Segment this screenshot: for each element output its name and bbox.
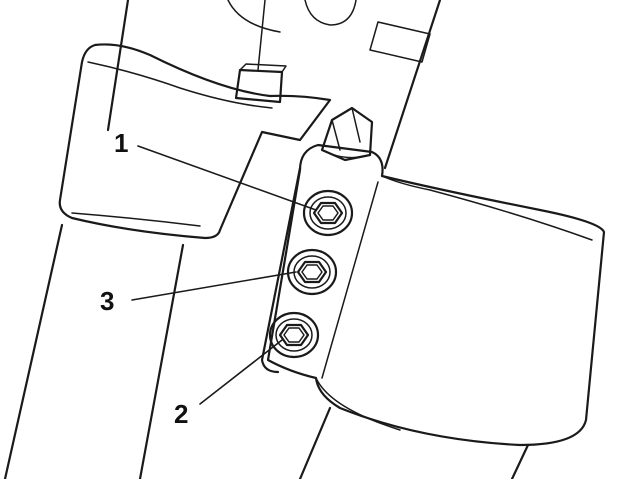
leader-2 (199, 339, 283, 405)
hex-socket-icon (301, 264, 323, 280)
top-adjuster (320, 106, 374, 162)
right-fork-leg (298, 406, 530, 479)
leader-lines (131, 145, 317, 405)
hex-socket-icon (283, 327, 305, 343)
bolt-2 (268, 311, 320, 359)
bolt-1 (302, 189, 354, 237)
locating-tab (234, 63, 287, 104)
hex-socket-icon (317, 205, 339, 221)
callout-2: 2 (174, 399, 188, 429)
callout-3: 3 (100, 286, 114, 316)
left-fork-tube (3, 223, 185, 479)
clamp-split-face (260, 166, 379, 379)
leader-3 (131, 271, 297, 301)
steering-stem (106, 0, 442, 170)
upper-bracket (58, 43, 332, 240)
leader-1 (137, 145, 317, 211)
right-clamp-body (266, 143, 606, 447)
callout-1: 1 (114, 128, 128, 158)
